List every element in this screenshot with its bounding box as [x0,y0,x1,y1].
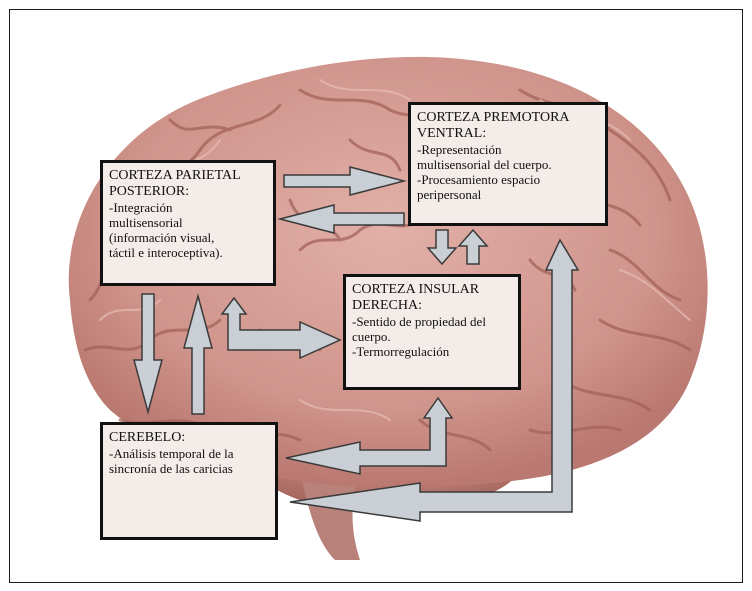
box-title: CORTEZA INSULAR DERECHA: [352,282,512,314]
arrow-cerebelo-to-parietal [184,296,212,414]
box-line: -Representación multisensorial del cuerp… [417,142,599,172]
box-corteza-premotora-ventral: CORTEZA PREMOTORA VENTRAL: -Representaci… [408,102,608,226]
arrow-parietal-insular [222,298,340,358]
box-title: CEREBELO: [109,430,269,446]
box-corteza-parietal-posterior: CORTEZA PARIETAL POSTERIOR: -Integración… [100,160,276,286]
box-line: -Integración multisensorial (información… [109,200,267,260]
box-title: CORTEZA PARIETAL POSTERIOR: [109,168,267,200]
box-line: -Procesamiento espacio peripersonal [417,172,599,202]
arrow-parietal-to-premotora [284,167,404,195]
arrow-premotora-to-parietal [280,205,404,233]
box-corteza-insular-derecha: CORTEZA INSULAR DERECHA: -Sentido de pro… [343,274,521,390]
arrow-insular-to-premotora [459,230,487,264]
box-title: CORTEZA PREMOTORA VENTRAL: [417,110,599,142]
box-cerebelo: CEREBELO: -Análisis temporal de la sincr… [100,422,278,540]
box-line: -Análisis temporal de la sincronía de la… [109,446,269,476]
box-line: -Sentido de propiedad del cuerpo. [352,314,512,344]
arrow-parietal-to-cerebelo [134,294,162,412]
arrow-premotora-to-insular [428,230,456,264]
arrow-insular-to-cerebelo [286,398,452,474]
box-line: -Termorregulación [352,344,512,359]
